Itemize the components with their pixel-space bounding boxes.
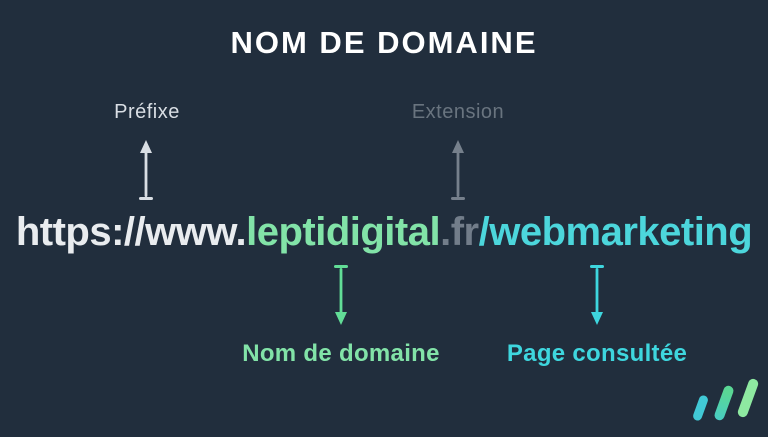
logo-slash-icon xyxy=(691,394,710,422)
url-extension-segment: .fr xyxy=(440,210,479,254)
arrow-up-icon xyxy=(447,139,469,203)
page-consulted-label: Page consultée xyxy=(506,340,688,367)
logo-slash-icon xyxy=(736,377,760,419)
domain-name-label: Nom de domaine xyxy=(242,340,440,367)
leptidigital-slashes-logo xyxy=(688,374,760,426)
url-domain-segment: leptidigital xyxy=(246,210,441,254)
extension-label: Extension xyxy=(411,101,505,123)
url-text: https://www.leptidigital.fr/webmarketing xyxy=(0,212,768,252)
arrow-down-icon xyxy=(586,262,608,326)
arrow-down-icon xyxy=(330,262,352,326)
arrow-up-icon xyxy=(135,139,157,203)
prefix-label: Préfixe xyxy=(114,101,180,123)
logo-slash-icon xyxy=(713,384,735,422)
url-prefix-segment: https://www. xyxy=(15,210,247,254)
page-title: NOM DE DOMAINE xyxy=(230,25,538,60)
url-page-segment: /webmarketing xyxy=(478,210,753,254)
